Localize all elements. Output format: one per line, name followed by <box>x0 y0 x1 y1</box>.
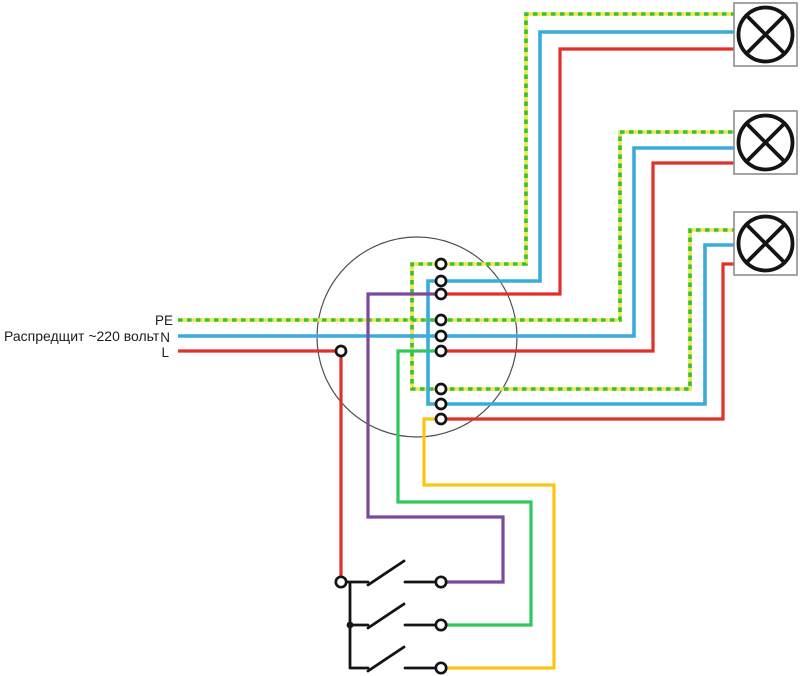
terminal-l-lamp3 <box>434 412 448 426</box>
pe-wire <box>176 12 736 391</box>
lamp-3-icon <box>736 214 795 273</box>
switch-2-output-terminal <box>434 618 448 632</box>
terminals <box>334 257 448 675</box>
switch-3-blade <box>366 645 406 673</box>
lamp-2 <box>733 110 798 175</box>
line-wire <box>178 47 734 578</box>
switch2-return-wire <box>396 349 533 627</box>
switch1-return-wire <box>366 292 505 584</box>
n-junction-branch <box>426 279 441 406</box>
lamp-2-icon <box>736 113 795 172</box>
switch-3-output-terminal <box>434 661 448 675</box>
switch-1-output-terminal <box>434 575 448 589</box>
terminal-n-main <box>434 329 448 343</box>
switch-block <box>345 559 438 673</box>
pe-main-to-lamp2-dash <box>176 130 736 322</box>
lamp-1-icon <box>736 5 795 64</box>
terminal-n-lamp3 <box>434 397 448 411</box>
terminal-pe-lamp3 <box>434 382 448 396</box>
terminal-l-lamp2 <box>434 344 448 358</box>
l-switched-to-lamp3 <box>441 262 734 421</box>
switch3-return-wire <box>422 417 556 670</box>
switch-input-terminal <box>334 575 348 589</box>
terminal-pe-lamp1 <box>434 257 448 271</box>
lamp-1 <box>733 2 798 67</box>
terminal-l-tap <box>334 344 348 358</box>
pe-main-to-lamp2 <box>176 130 736 322</box>
l-switched-to-lamp1 <box>441 47 734 296</box>
terminal-l-lamp1 <box>434 287 448 301</box>
pe-to-lamp1-dash <box>439 12 736 266</box>
pe-label: PE <box>155 313 173 328</box>
panel-label: Распредщит ~220 вольт <box>4 328 160 344</box>
terminal-n-lamp1 <box>434 274 448 288</box>
switch-output-leads <box>403 580 438 670</box>
switch-1-blade <box>366 559 406 587</box>
terminal-pe-main <box>434 313 448 327</box>
neutral-wire <box>178 30 734 406</box>
lamp-3 <box>733 211 798 276</box>
n-to-lamp1 <box>441 30 734 283</box>
switch-2-blade <box>366 602 406 630</box>
l-switched-to-lamp2 <box>441 161 734 353</box>
n-main-to-lamp2 <box>178 146 734 338</box>
n-label: N <box>160 330 170 345</box>
l-label: L <box>161 345 169 360</box>
bus-junction-dot <box>346 621 354 629</box>
pe-to-lamp1 <box>439 12 736 266</box>
n-to-lamp3 <box>441 243 734 406</box>
